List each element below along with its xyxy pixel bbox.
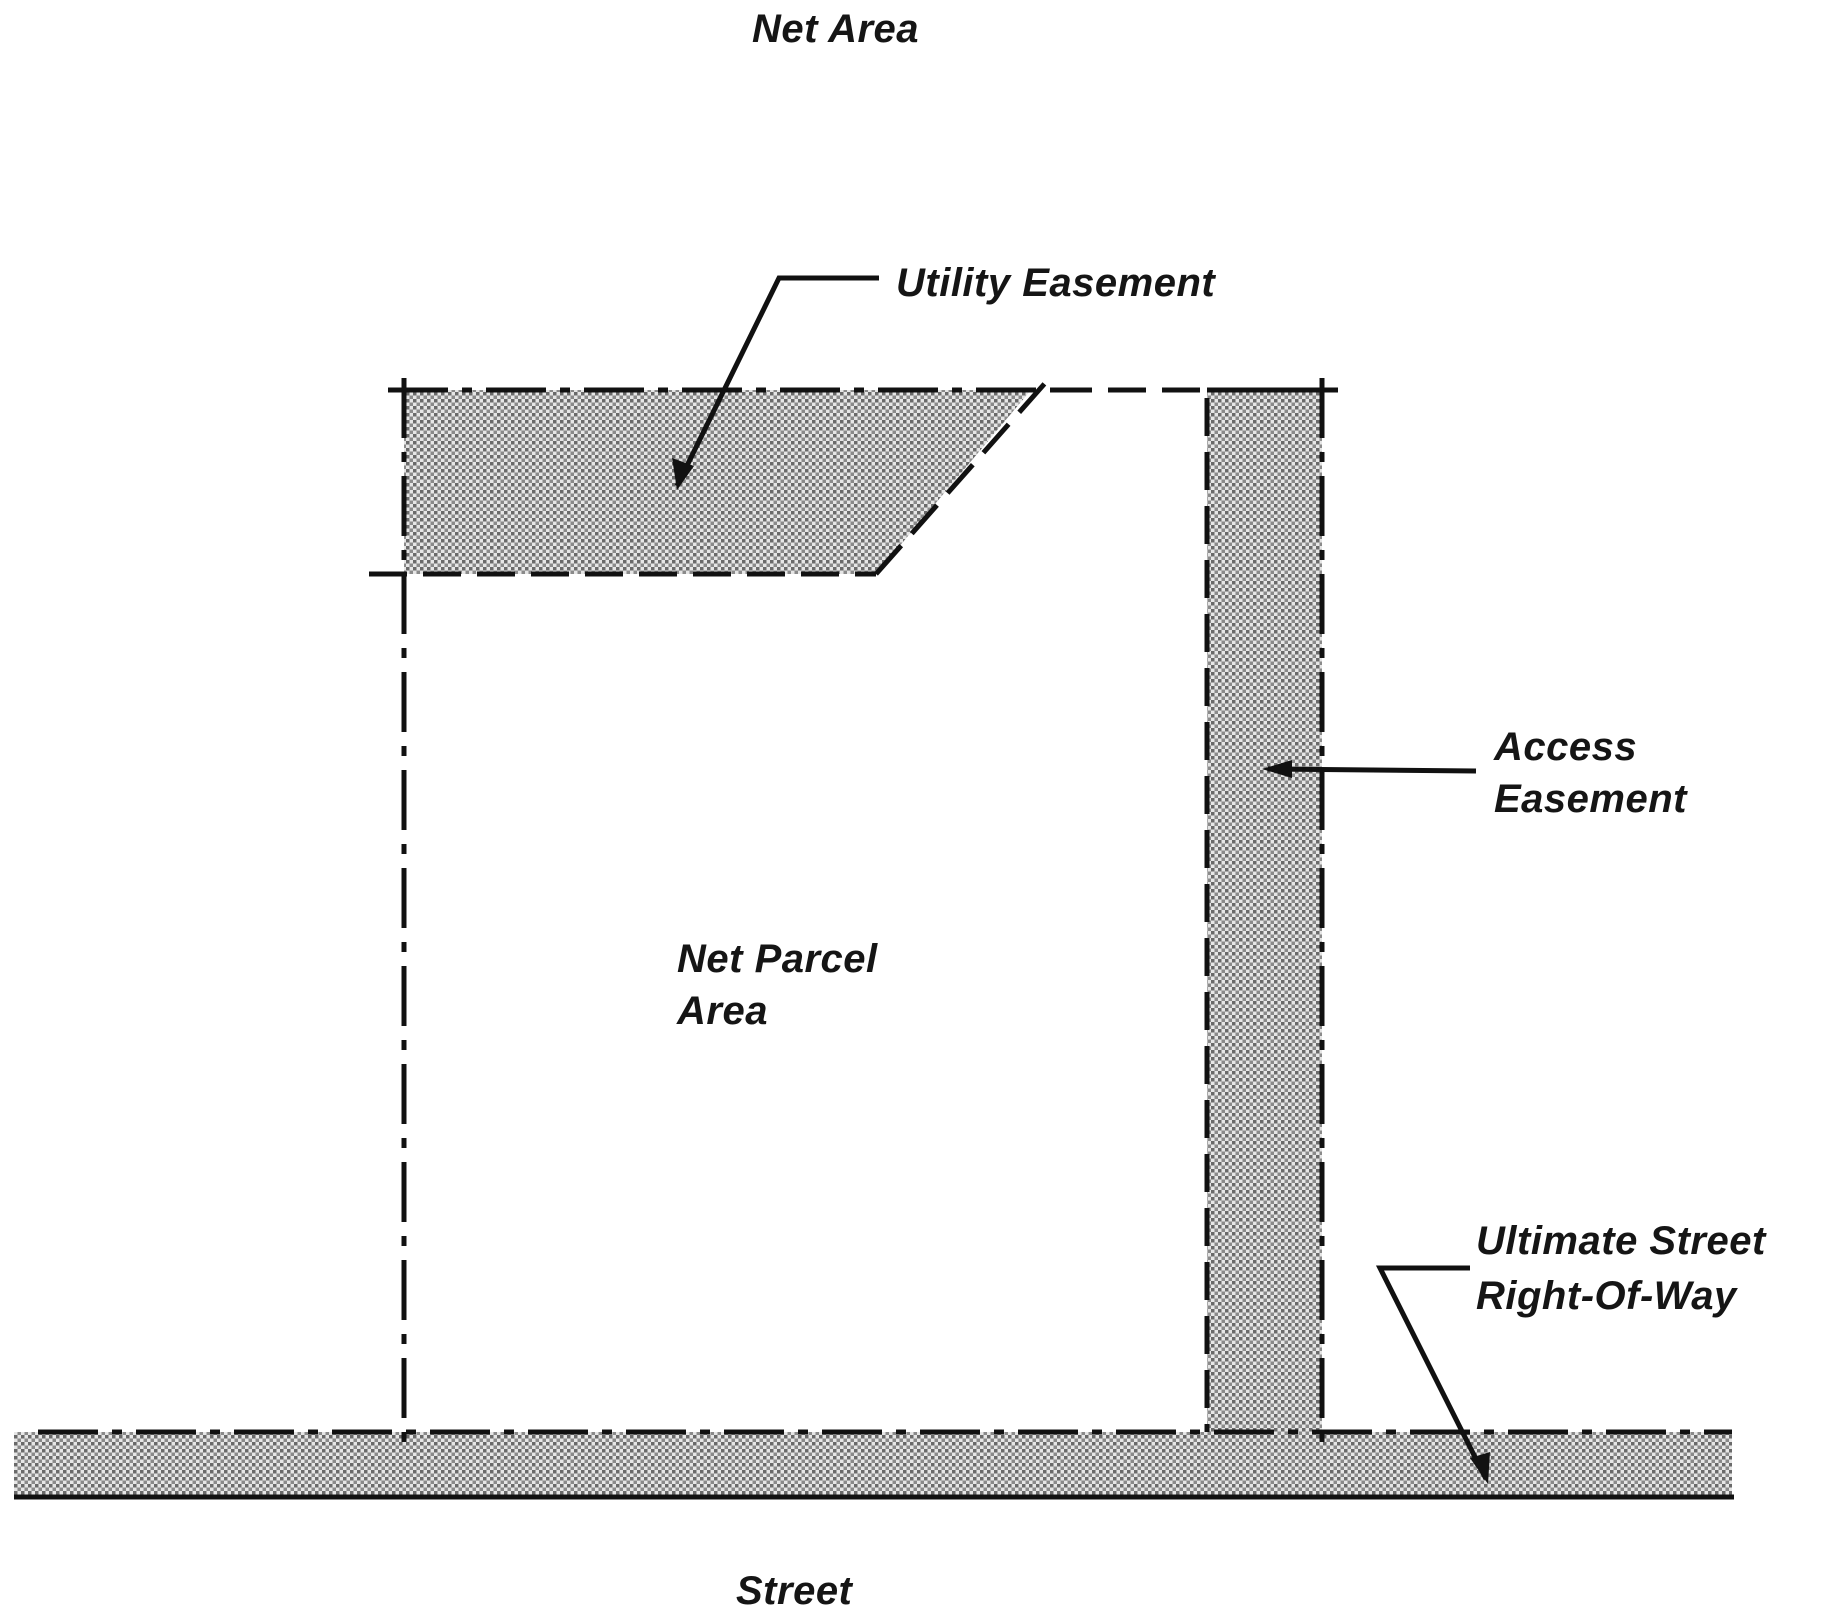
row-label-2: Right-Of-Way bbox=[1476, 1274, 1738, 1318]
utility-easement-area bbox=[404, 390, 1031, 574]
utility-easement-label: Utility Easement bbox=[896, 261, 1216, 305]
row-leader bbox=[1375, 1265, 1489, 1481]
street-right-of-way-area bbox=[14, 1432, 1732, 1497]
row-arrowhead-icon bbox=[1470, 1452, 1490, 1484]
access-easement-area bbox=[1207, 390, 1322, 1432]
access-arrowhead-icon bbox=[1262, 760, 1292, 778]
access-easement-label-1: Access bbox=[1493, 725, 1637, 769]
access-easement-leader bbox=[1267, 766, 1477, 774]
street-label: Street bbox=[736, 1569, 854, 1613]
net-parcel-label-1: Net Parcel bbox=[677, 937, 878, 981]
diagram-title: Net Area bbox=[752, 7, 919, 51]
row-label-1: Ultimate Street bbox=[1476, 1219, 1767, 1263]
net-parcel-label-2: Area bbox=[676, 989, 768, 1033]
utility-easement-leader bbox=[674, 275, 879, 488]
utility-arrowhead-icon bbox=[672, 458, 694, 490]
access-easement-label-2: Easement bbox=[1494, 777, 1688, 821]
utility-diagonal-boundary bbox=[874, 371, 1056, 576]
